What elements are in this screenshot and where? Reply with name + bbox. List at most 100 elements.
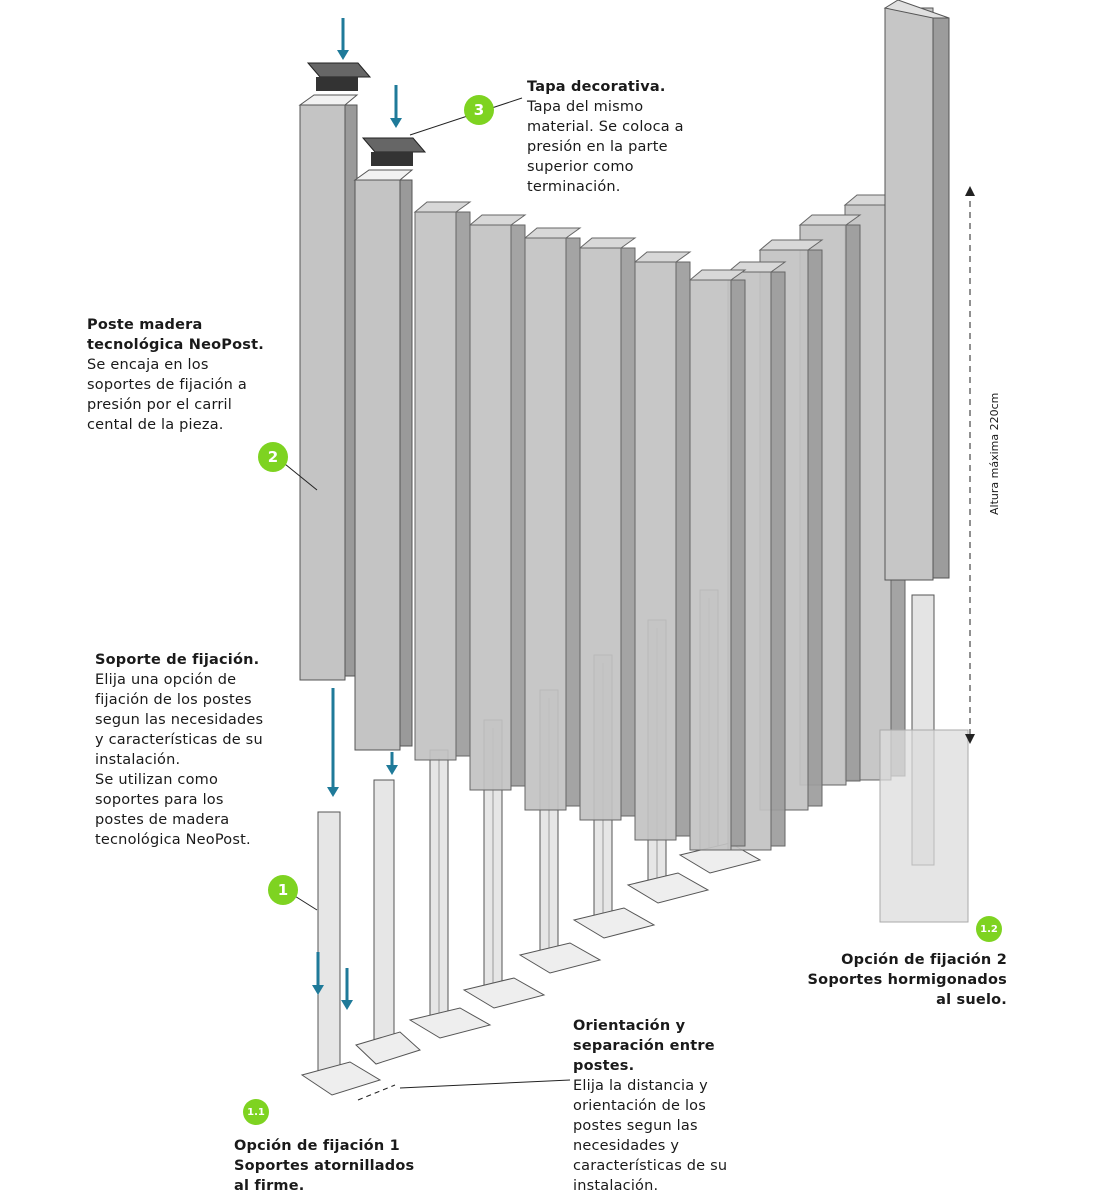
dimension-arrow-icon — [965, 186, 975, 196]
note-line: Elija la distancia y — [573, 1078, 708, 1094]
note-line: necesidades y — [573, 1138, 680, 1154]
note-title: Opción de fijación 2 — [841, 952, 1007, 968]
note-line: presión en la parte — [527, 139, 668, 155]
note-line: soportes para los — [95, 792, 224, 808]
tall-post-top — [883, 0, 950, 19]
fence-post-side — [770, 271, 786, 847]
fence-post-top — [633, 251, 692, 263]
neopost-post-top — [353, 169, 414, 181]
note-title: postes. — [573, 1058, 635, 1074]
fence-post-side — [807, 249, 823, 807]
arrow-head-icon — [312, 985, 324, 995]
note-line: tecnológica NeoPost. — [95, 832, 251, 848]
decorative-cap — [306, 62, 372, 78]
arrow-head-icon — [327, 787, 339, 797]
fence-post — [524, 237, 567, 811]
fence-post — [689, 279, 732, 851]
tall-post-side — [932, 17, 950, 579]
fence-post-side — [455, 211, 471, 757]
dimension-arrow-icon — [965, 734, 975, 744]
base-plate — [408, 1007, 492, 1039]
note-line: presión por el carril — [87, 397, 233, 413]
note-line: postes de madera — [95, 812, 230, 828]
note-line: Se utilizan como — [95, 772, 219, 788]
fence-post-top — [413, 201, 472, 213]
fence-post-side — [620, 247, 636, 817]
arrow-head-icon — [341, 1000, 353, 1010]
base-plate — [572, 907, 656, 939]
fence-post — [579, 247, 622, 821]
badge-1-2: 1.2 — [976, 916, 1002, 942]
badge-1-1: 1.1 — [243, 1099, 269, 1125]
note-title: Soportes hormigonados — [807, 972, 1007, 988]
note-line: superior como — [527, 159, 634, 175]
fence-post-top — [523, 227, 582, 239]
steel-support-front — [317, 811, 341, 1083]
note-title: tecnológica NeoPost. — [87, 337, 264, 353]
base-plate — [518, 942, 602, 974]
decorative-cap-body — [371, 152, 413, 166]
tall-post — [884, 7, 934, 581]
concrete-block — [879, 729, 969, 923]
spacing-dimension — [357, 1084, 396, 1101]
note-title: Poste madera — [87, 317, 203, 333]
note-line: instalación. — [573, 1178, 659, 1194]
note-line: postes segun las — [573, 1118, 698, 1134]
note-title: al firme. — [234, 1178, 305, 1194]
note-line: instalación. — [95, 752, 181, 768]
note-title: separación entre — [573, 1038, 715, 1054]
steel-support-second — [373, 779, 395, 1051]
neopost-post — [354, 179, 401, 751]
max-height-label: Altura máxima 220cm — [988, 392, 1001, 515]
note-line: fijación de los postes — [95, 692, 252, 708]
arrow-head-icon — [386, 765, 398, 775]
note-opcion-2: Opción de fijación 2 Soportes hormigonad… — [808, 950, 1007, 1010]
badge-2: 2 — [258, 442, 288, 472]
fence-post-side — [730, 279, 746, 847]
note-line: soportes de fijación a — [87, 377, 247, 393]
note-line: segun las necesidades — [95, 712, 264, 728]
note-line: material. Se coloca a — [527, 119, 684, 135]
note-line: terminación. — [527, 179, 621, 195]
note-line: características de su — [573, 1158, 728, 1174]
fence-post — [469, 224, 512, 791]
neopost-post-side — [399, 179, 413, 747]
note-opcion-1: Opción de fijación 1 Soportes atornillad… — [234, 1136, 414, 1196]
note-line: cental de la pieza. — [87, 417, 224, 433]
fence-post-side — [510, 224, 526, 787]
base-plate-front — [300, 1061, 382, 1096]
base-plate — [626, 872, 710, 904]
fence-post-side — [565, 237, 581, 807]
note-line: Se encaja en los — [87, 357, 209, 373]
decorative-cap-body — [316, 77, 358, 91]
fence-post-top — [688, 269, 747, 281]
fence-post-top — [578, 237, 637, 249]
base-plate-second — [355, 1031, 421, 1065]
note-line: orientación de los — [573, 1098, 707, 1114]
leader-line — [279, 459, 318, 491]
note-line: Tapa del mismo — [527, 99, 644, 115]
note-title: al suelo. — [936, 992, 1007, 1008]
note-title: Orientación y — [573, 1018, 686, 1034]
note-tapa-decorativa: Tapa decorativa. Tapa del mismo material… — [527, 77, 684, 197]
fence-post-top — [798, 214, 862, 226]
note-title: Tapa decorativa. — [527, 79, 666, 95]
neopost-post — [299, 104, 346, 681]
arrow-head-icon — [337, 50, 349, 60]
fence-post — [634, 261, 677, 841]
note-title: Opción de fijación 1 — [234, 1138, 400, 1154]
note-title: Soporte de fijación. — [95, 652, 260, 668]
decorative-cap — [361, 137, 427, 153]
note-line: Elija una opción de — [95, 672, 237, 688]
note-poste: Poste madera tecnológica NeoPost. Se enc… — [87, 315, 264, 435]
fence-post-side — [845, 224, 861, 782]
note-soporte: Soporte de fijación. Elija una opción de… — [95, 650, 263, 850]
arrow-head-icon — [390, 118, 402, 128]
badge-1: 1 — [268, 875, 298, 905]
note-orientacion: Orientación y separación entre postes. E… — [573, 1016, 727, 1196]
fence-post-top — [758, 239, 824, 251]
note-line: y características de su — [95, 732, 263, 748]
fence-post-top — [468, 214, 527, 226]
fence-post — [414, 211, 457, 761]
